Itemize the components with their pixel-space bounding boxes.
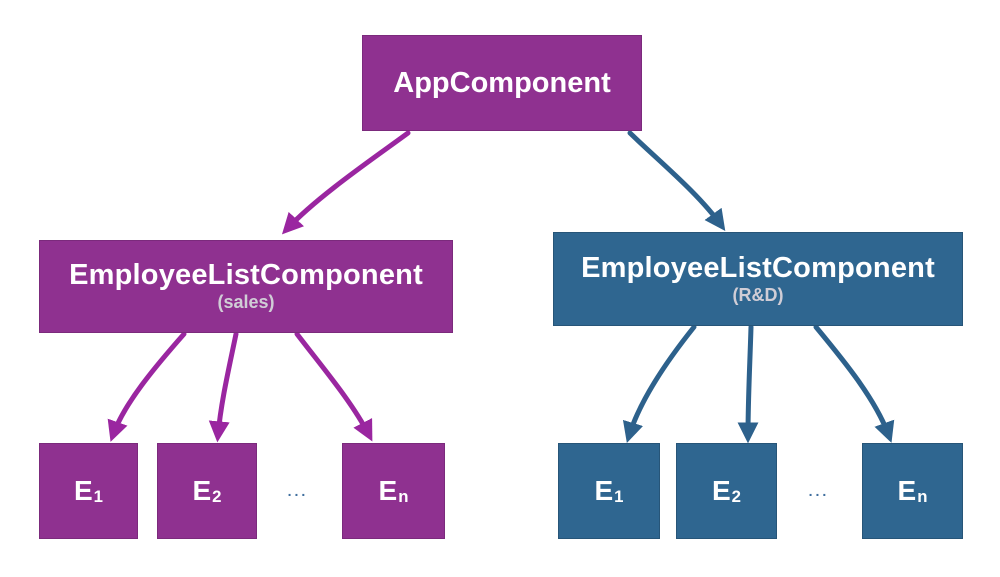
arrow-rnd-to-en [813,324,895,443]
node-rnd-employee-2: E2 [676,443,777,539]
arrow-sales-to-e1 [107,331,187,442]
arrow-rnd-to-e1 [622,324,697,444]
sales-employee-n-label: En [378,475,409,507]
node-rnd-employee-1: E1 [558,443,660,539]
arrow-app-to-rnd [627,130,726,231]
arrow-app-to-sales [281,130,411,235]
employee-list-sales-sublabel: (sales) [217,292,275,313]
app-component-label: AppComponent [393,66,611,99]
rnd-employee-n-label: En [897,475,928,507]
sales-employee-1-label: E1 [73,475,104,507]
employee-list-rnd-label: EmployeeListComponent [581,251,935,284]
node-sales-employee-2: E2 [157,443,257,539]
sales-ellipsis: ... [287,483,309,499]
employee-list-rnd-sublabel: (R&D) [732,284,784,305]
rnd-ellipsis: ... [808,483,830,499]
node-sales-employee-n: En [342,443,445,539]
node-sales-employee-1: E1 [39,443,138,539]
arrow-rnd-to-e2 [737,324,759,444]
node-employee-list-rnd: EmployeeListComponent (R&D) [553,232,963,326]
arrow-sales-to-e2 [208,331,239,443]
rnd-employee-2-label: E2 [711,475,742,507]
node-employee-list-sales: EmployeeListComponent (sales) [39,240,453,333]
arrow-sales-to-en [294,331,373,442]
employee-list-sales-label: EmployeeListComponent [69,259,423,292]
rnd-employee-1-label: E1 [594,475,624,507]
sales-employee-2-label: E2 [192,475,222,507]
node-rnd-employee-n: En [862,443,963,539]
node-app-component: AppComponent [362,35,642,131]
